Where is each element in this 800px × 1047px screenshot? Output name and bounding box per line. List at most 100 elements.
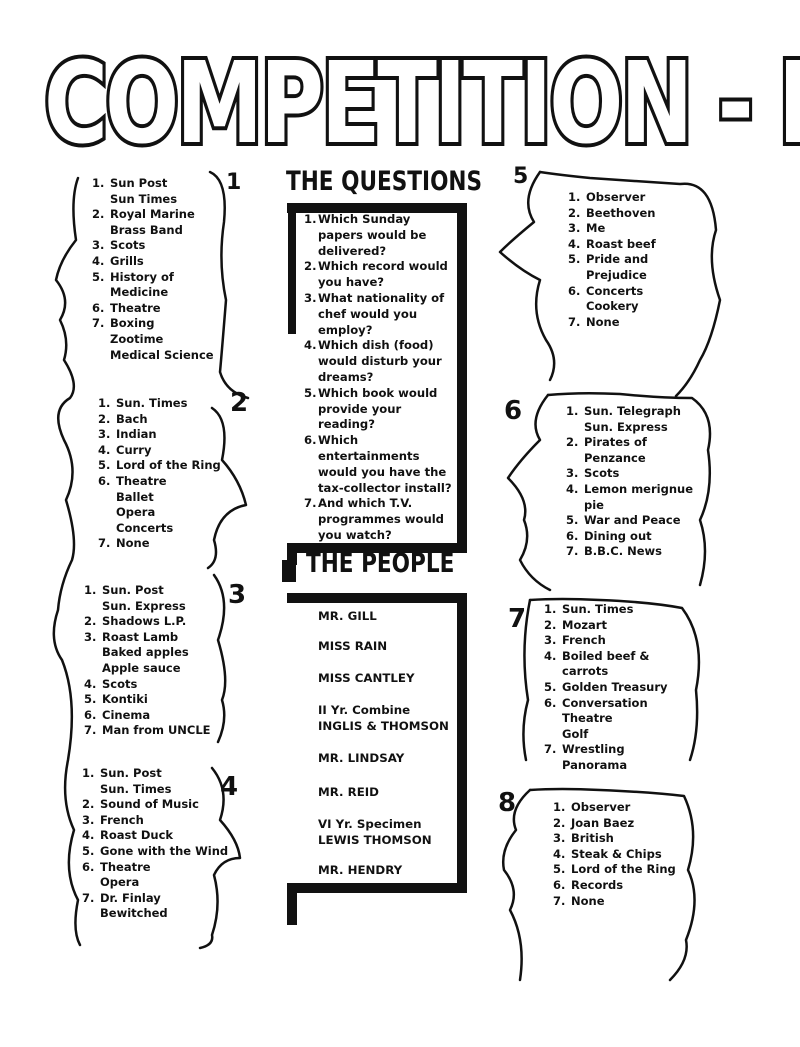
answer-text: Roast Duck [100, 828, 174, 843]
answer-number: 5. [568, 252, 581, 267]
answer-text: B.B.C. News [584, 544, 662, 559]
answer-text: Curry [116, 442, 152, 457]
answer-text: Theatre [562, 711, 613, 726]
answer-item: 4.Steak & Chips [553, 847, 676, 863]
answer-text: Observer [586, 190, 646, 204]
answer-text: Wrestling [562, 742, 625, 757]
answer-number: 7. [566, 544, 579, 559]
answer-text: Indian [116, 427, 157, 442]
answer-number: 4. [566, 481, 579, 496]
answer-text: Pride and [586, 252, 649, 267]
answer-text: Theatre [116, 473, 167, 488]
answer-item: 3.British [553, 831, 676, 847]
answer-number: 6. [566, 528, 579, 543]
answer-number: 5. [98, 458, 111, 473]
answer-text: Opera [100, 875, 140, 890]
answer-text: None [116, 536, 150, 551]
answer-text: Theatre [110, 300, 161, 315]
answer-item: 3.Scots [92, 238, 214, 254]
answer-item: 2.Mozart [544, 618, 668, 634]
answer-number: 7. [553, 893, 566, 908]
answer-text: Sun. Express [584, 419, 668, 434]
answer-text: Zootime [110, 331, 164, 346]
person-name: LEWIS THOMSON [318, 833, 432, 847]
answer-text: Scots [102, 676, 138, 691]
answer-text: Me [586, 221, 606, 236]
answer-item: 6.Cinema [84, 708, 211, 724]
answer-text: War and Peace [584, 513, 681, 528]
answer-text: Panorama [562, 757, 628, 772]
answer-item: 1.Sun. Times [544, 602, 668, 618]
answer-text: None [586, 314, 620, 329]
answer-text: Shadows L.P. [102, 614, 187, 629]
answer-text: None [571, 893, 605, 908]
answer-item: 3. Indian [98, 427, 221, 443]
answer-item: 1. Sun. Times [98, 396, 221, 412]
page-title-text: COMPETITION - I [41, 39, 800, 169]
answer-text: Apple sauce [102, 660, 181, 675]
answer-text: Kontiki [102, 692, 148, 707]
answer-text: Sun. Times [116, 396, 188, 410]
answer-number: 5. [553, 862, 566, 877]
answer-number: 3. [98, 427, 111, 442]
answer-number: 5. [566, 513, 579, 528]
answer-text: French [100, 812, 144, 827]
answer-text: Sun. Post [100, 766, 162, 780]
answer-item: 4.Roast beef [568, 237, 656, 253]
answer-text: Theatre [100, 859, 151, 874]
person-name: VI Yr. Specimen [318, 817, 422, 831]
answer-item: 4.Grills [92, 254, 214, 270]
answer-text: British [571, 831, 614, 846]
answer-number: 1. [568, 190, 581, 204]
answer-number: 6. [553, 877, 566, 892]
answer-item: 7.None [568, 315, 656, 331]
answer-item: 2.Beethoven [568, 206, 656, 222]
answer-text: Boxing [110, 316, 155, 331]
answer-text: Observer [571, 800, 631, 814]
answer-number: 5. [92, 269, 105, 284]
answer-number: 1. [98, 396, 111, 410]
answer-text: Penzance [584, 450, 646, 465]
answer-number: 6. [84, 707, 97, 722]
answer-text: Boiled beef & [562, 648, 650, 663]
answer-text: Medical Science [110, 347, 214, 362]
answer-number: 4. [568, 236, 581, 251]
answer-number: 2. [568, 205, 581, 220]
answer-text: Lemon merignue [584, 481, 694, 496]
answer-text: Golf [562, 726, 589, 741]
answer-number: 7. [84, 723, 97, 738]
answer-number: 5. [84, 692, 97, 707]
answer-text: Sun Post [110, 176, 168, 190]
answer-text: Medicine [110, 285, 169, 300]
answer-text: Grills [110, 253, 144, 268]
answer-number: 7. [544, 742, 557, 757]
questions-list: 1.Which Sunday papers would be delivered… [304, 212, 454, 544]
person-name: MISS CANTLEY [318, 671, 415, 685]
answer-number: 3. [82, 812, 95, 827]
answer-text: French [562, 633, 606, 648]
question-item: 2.Which record would you have? [304, 259, 448, 290]
person-name: INGLIS & THOMSON [318, 719, 449, 733]
answer-item: 4.Scots [84, 677, 211, 693]
answer-number: 2. [553, 815, 566, 830]
answer-number: 6. [82, 859, 95, 874]
answer-number: 2. [544, 617, 557, 632]
answer-item: 7.Man from UNCLE [84, 723, 211, 739]
answer-item: 7. B.B.C. News [566, 544, 693, 560]
answer-text: Scots [584, 466, 620, 481]
answer-item: 5.Lord of the Ring [98, 458, 221, 474]
answer-item: 2.Joan Baez [553, 816, 676, 832]
answer-number: 3. [566, 466, 579, 481]
answer-text: Royal Marine [110, 207, 195, 222]
